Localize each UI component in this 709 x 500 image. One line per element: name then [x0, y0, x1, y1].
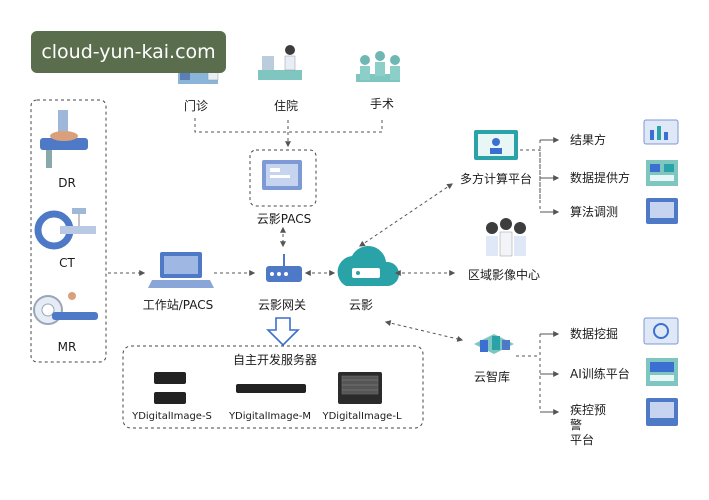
cloud-pacs-icon	[262, 160, 302, 190]
data-mining-label: 数据挖掘	[570, 327, 619, 341]
cloud-to-library-arrow	[384, 320, 464, 342]
server-m-icon	[236, 384, 306, 393]
gateway-label: 云影网关	[257, 298, 307, 312]
dr-label: DR	[58, 176, 76, 190]
dr-device-icon	[40, 110, 88, 168]
clinical-bracket-line	[194, 118, 383, 133]
result-icon	[643, 119, 679, 145]
ai-training-label: AI训练平台	[570, 367, 630, 381]
regional-center-label: 区域影像中心	[467, 268, 541, 282]
smart-library-icon	[474, 334, 514, 354]
cloud-pacs-label: 云影PACS	[256, 212, 312, 226]
server-l-icon	[338, 372, 382, 404]
servers-box	[122, 345, 424, 429]
regional-center-icon	[486, 218, 526, 257]
server-s-icon	[154, 372, 186, 404]
workstation-icon	[148, 252, 214, 288]
gateway-icon	[266, 254, 302, 282]
data-provider-icon	[646, 160, 678, 186]
mpc-platform-icon	[474, 130, 518, 160]
data-provider-label: 数据提供方	[570, 171, 631, 185]
cloud-to-mpc-arrow	[359, 183, 453, 247]
mpc-label: 多方计算平台	[459, 172, 533, 186]
library-branch-lines	[516, 334, 541, 412]
cloud-label: 云影	[348, 298, 374, 312]
ct-device-icon	[34, 208, 96, 250]
cloud-pacs-box	[249, 149, 317, 207]
disease-warning-line2: 平台	[570, 433, 595, 447]
server-m-label: YDigitalImage-M	[228, 411, 312, 422]
ct-label: CT	[59, 256, 75, 270]
workstation-label: 工作站/PACS	[142, 298, 214, 312]
servers-title: 自主开发服务器	[232, 353, 318, 367]
inpatient-icon	[258, 45, 302, 80]
watermark-badge: cloud-yun-kai.com	[31, 31, 226, 73]
result-label: 结果方	[570, 133, 607, 147]
inpatient-label: 住院	[273, 99, 299, 113]
mr-label: MR	[57, 340, 77, 354]
server-s-label: YDigitalImage-S	[132, 411, 212, 422]
gateway-down-arrow	[266, 317, 300, 347]
surgery-label: 手术	[369, 97, 395, 111]
disease-warning-line1: 疾控预警	[570, 403, 607, 432]
disease-warning-label: 疾控预警 平台	[570, 403, 610, 448]
algorithm-icon	[646, 198, 678, 224]
mr-device-icon	[33, 292, 98, 325]
cloud-icon	[337, 246, 400, 286]
server-l-label: YDigitalImage-L	[322, 411, 402, 422]
algorithm-label: 算法调测	[570, 205, 619, 219]
outpatient-label: 门诊	[183, 99, 209, 113]
surgery-icon	[356, 51, 400, 82]
modality-group-box	[30, 99, 107, 363]
disease-warning-icon	[646, 398, 678, 426]
data-mining-icon	[643, 317, 679, 345]
ai-training-icon	[646, 358, 678, 386]
smart-library-label: 云智库	[473, 370, 511, 384]
